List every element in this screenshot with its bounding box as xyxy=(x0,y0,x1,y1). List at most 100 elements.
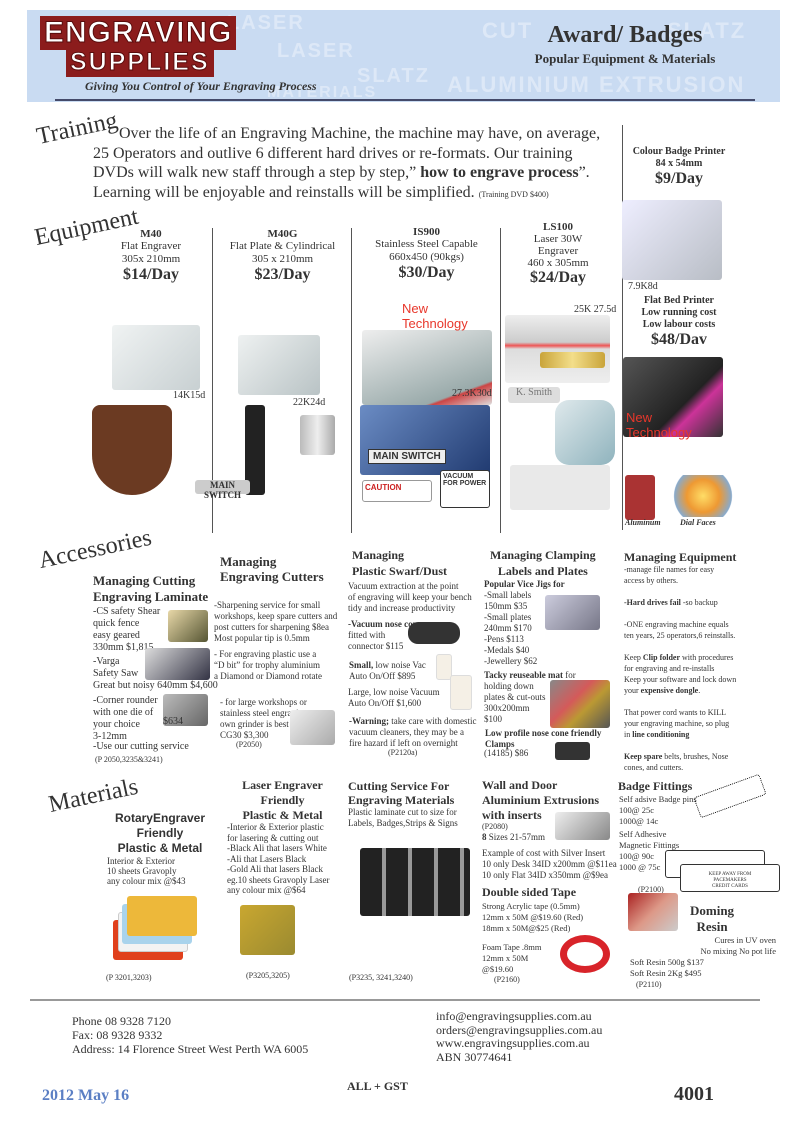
warning-body: take care with domestic vacuum cleaners,… xyxy=(349,716,477,748)
training-emphasis: how to engrave process xyxy=(420,164,579,181)
plaque-image xyxy=(92,405,172,495)
phone: Phone 08 9328 7120 xyxy=(72,1014,171,1028)
tape-code: (P2160) xyxy=(494,975,520,984)
email-info-link[interactable]: info@engravingsupplies.com.au xyxy=(436,1009,592,1023)
product-name: M40G xyxy=(267,228,298,240)
product-price: $48/Dav xyxy=(651,331,707,348)
website-link[interactable]: www.engravingsupplies.com.au xyxy=(436,1036,590,1050)
small-vac-text: Small, low noise Vac Auto On/Off $895 xyxy=(349,660,426,682)
resin-body: Cures in UV oven No mixing No pot life xyxy=(700,935,776,956)
m40-code: 14K15d xyxy=(173,390,206,401)
header-divider xyxy=(55,99,755,101)
watermark: CUT xyxy=(482,18,534,43)
footer-divider xyxy=(30,999,760,1001)
equipment-is900: IS900 Stainless Steel Capable 660x450 (9… xyxy=(354,226,499,282)
mgmt-tip: with procedures for engraving and re-ins… xyxy=(624,653,737,695)
silver-nameplate: K. Smith xyxy=(508,387,560,403)
logo: ENGRAVING SUPPLIES xyxy=(40,16,237,78)
is900-machine-image xyxy=(362,330,492,405)
swarf-code: (P2120a) xyxy=(388,748,418,757)
tape-roll-image xyxy=(560,935,610,973)
mgmt-tip-bold: expensive dongle xyxy=(640,686,699,695)
watermark: SLATZ xyxy=(667,18,747,43)
column-divider xyxy=(351,228,352,533)
abn: ABN 30774641 xyxy=(436,1049,513,1064)
sample-labels-image xyxy=(510,465,610,510)
mgmt-tip: -so backup xyxy=(680,598,718,607)
tankard-image xyxy=(300,415,335,455)
vice-jigs-heading: Popular Vice Jigs for xyxy=(484,579,565,589)
flatbed-printer-image xyxy=(623,357,723,437)
warning-label: -Warning; xyxy=(349,716,390,726)
nose-cone-price: fitted with connector $115 xyxy=(348,630,404,651)
extrusions-body: Example of cost with Silver Insert 10 on… xyxy=(482,848,617,880)
equipment-mgmt-body: -manage file names for easy access by ot… xyxy=(624,564,789,773)
badge-printer-image xyxy=(622,200,722,280)
saw-image xyxy=(145,648,210,680)
tape-title: Double sided Tape xyxy=(482,885,577,899)
cutters-title: Managing Engraving Cutters xyxy=(220,554,324,584)
rotary-code: (P 3201,3203) xyxy=(106,973,152,982)
product-desc: Flat Engraver 305x 210mm xyxy=(120,240,182,265)
accessories-heading: Accessories xyxy=(36,524,154,575)
product-desc: Laser 30W Engraver 460 x 305mm xyxy=(527,233,589,269)
laser-code: (P3205,3205) xyxy=(246,971,290,980)
column-divider xyxy=(212,228,213,533)
equipment-mgmt-title: Managing Equipment xyxy=(624,550,737,564)
corner-rounder-price: $634 xyxy=(163,716,183,727)
equipment-flatbed: Flat Bed Printer Low running cost Low la… xyxy=(624,295,734,349)
cutting-service-body: Plastic laminate cut to size for Labels,… xyxy=(348,807,458,828)
logo-line-1: ENGRAVING xyxy=(40,16,237,50)
magnet-warning-card: KEEP AWAY FROM PACEMAKERS CREDIT CARDS xyxy=(680,864,780,892)
sizes-range: Sizes 21-57mm xyxy=(486,832,545,842)
sizes-count: 8 xyxy=(482,832,487,842)
aluminum-caption: Aluminum xyxy=(625,518,661,527)
extrusions-sizes: 8 Sizes 21-57mm xyxy=(482,832,545,842)
fittings-code: (P2100) xyxy=(638,885,664,894)
cutting-service-title: Cutting Service For Engraving Materials xyxy=(348,779,455,807)
product-desc: Flat Plate & Cylindrical 305 x 210mm xyxy=(229,240,336,265)
email-orders-link[interactable]: orders@engravingsupplies.com.au xyxy=(436,1022,603,1037)
badge-printer-code: 7.9K8d xyxy=(628,281,658,292)
resin-code: (P2110) xyxy=(636,980,662,989)
logo-line-2: SUPPLIES xyxy=(66,48,214,77)
column-divider xyxy=(622,125,623,530)
extrusions-code: (P2080) xyxy=(482,822,508,831)
large-vacuum-image xyxy=(450,675,472,710)
gold-nameplate-image xyxy=(540,352,605,368)
vice-jigs-list: -Small labels 150mm $35 -Small plates 24… xyxy=(484,590,538,666)
product-name: LS100 xyxy=(543,221,573,233)
footer-online: info@engravingsupplies.com.au orders@eng… xyxy=(436,1009,603,1064)
clamps-price: (14185) $86 xyxy=(484,748,529,758)
vice-jig-image xyxy=(545,595,600,630)
mgmt-tip: -manage file names for easy access by ot… xyxy=(624,565,715,585)
mgmt-tip: That power cord wants to KILL your engra… xyxy=(624,708,730,739)
equipment-m40g: M40G Flat Plate & Cylindrical 305 x 210m… xyxy=(215,228,350,284)
foam-tape-body: Foam Tape .8mm 12mm x 50M @$19.60 xyxy=(482,942,542,974)
bottle-image xyxy=(245,405,265,495)
product-name: IS900 xyxy=(413,226,440,238)
m40g-machine-image xyxy=(238,335,320,395)
low-profile-clamps-label: Low profile nose cone friendly Clamps xyxy=(485,728,602,749)
badge-pins-body: Self adsive Badge pins 100@ 25c 1000@ 14… xyxy=(619,794,697,826)
cut-labels-image xyxy=(360,848,470,916)
vacuum-intro: Vacuum extraction at the point of engrav… xyxy=(348,581,472,613)
clamp-image xyxy=(555,742,590,760)
nose-cone-image xyxy=(408,622,460,644)
rotary-title: RotaryEngraver Friendly Plastic & Metal xyxy=(114,811,206,855)
crystal-award-image xyxy=(555,400,615,465)
mgmt-tip: . xyxy=(698,686,701,695)
corner-rounder-text: -Corner rounder with one die of your cho… xyxy=(93,695,158,742)
cs-shear-text: -CS safety Shear quick fence easy geared… xyxy=(93,606,161,653)
footer-contact: Phone 08 9328 7120 Fax: 08 9328 9332 Add… xyxy=(72,1014,308,1056)
extrusions-title: Wall and Door Aluminium Extrusions with … xyxy=(482,778,600,822)
dial-faces-caption: Dial Faces xyxy=(680,518,716,527)
cutting-service-text: -Use our cutting service xyxy=(93,741,189,752)
page-title: Award/ Badges xyxy=(547,22,703,48)
engraved-plate-image: MAIN SWITCH xyxy=(360,405,490,475)
tacky-mat-for: for xyxy=(563,670,576,680)
equipment-ls100: LS100 Laser 30W Engraver 460 x 305mm $24… xyxy=(503,221,613,287)
product-price: $24/Day xyxy=(530,269,586,286)
cutting-service-code: (P3235, 3241,3240) xyxy=(349,973,413,982)
product-price: $30/Day xyxy=(398,264,455,281)
